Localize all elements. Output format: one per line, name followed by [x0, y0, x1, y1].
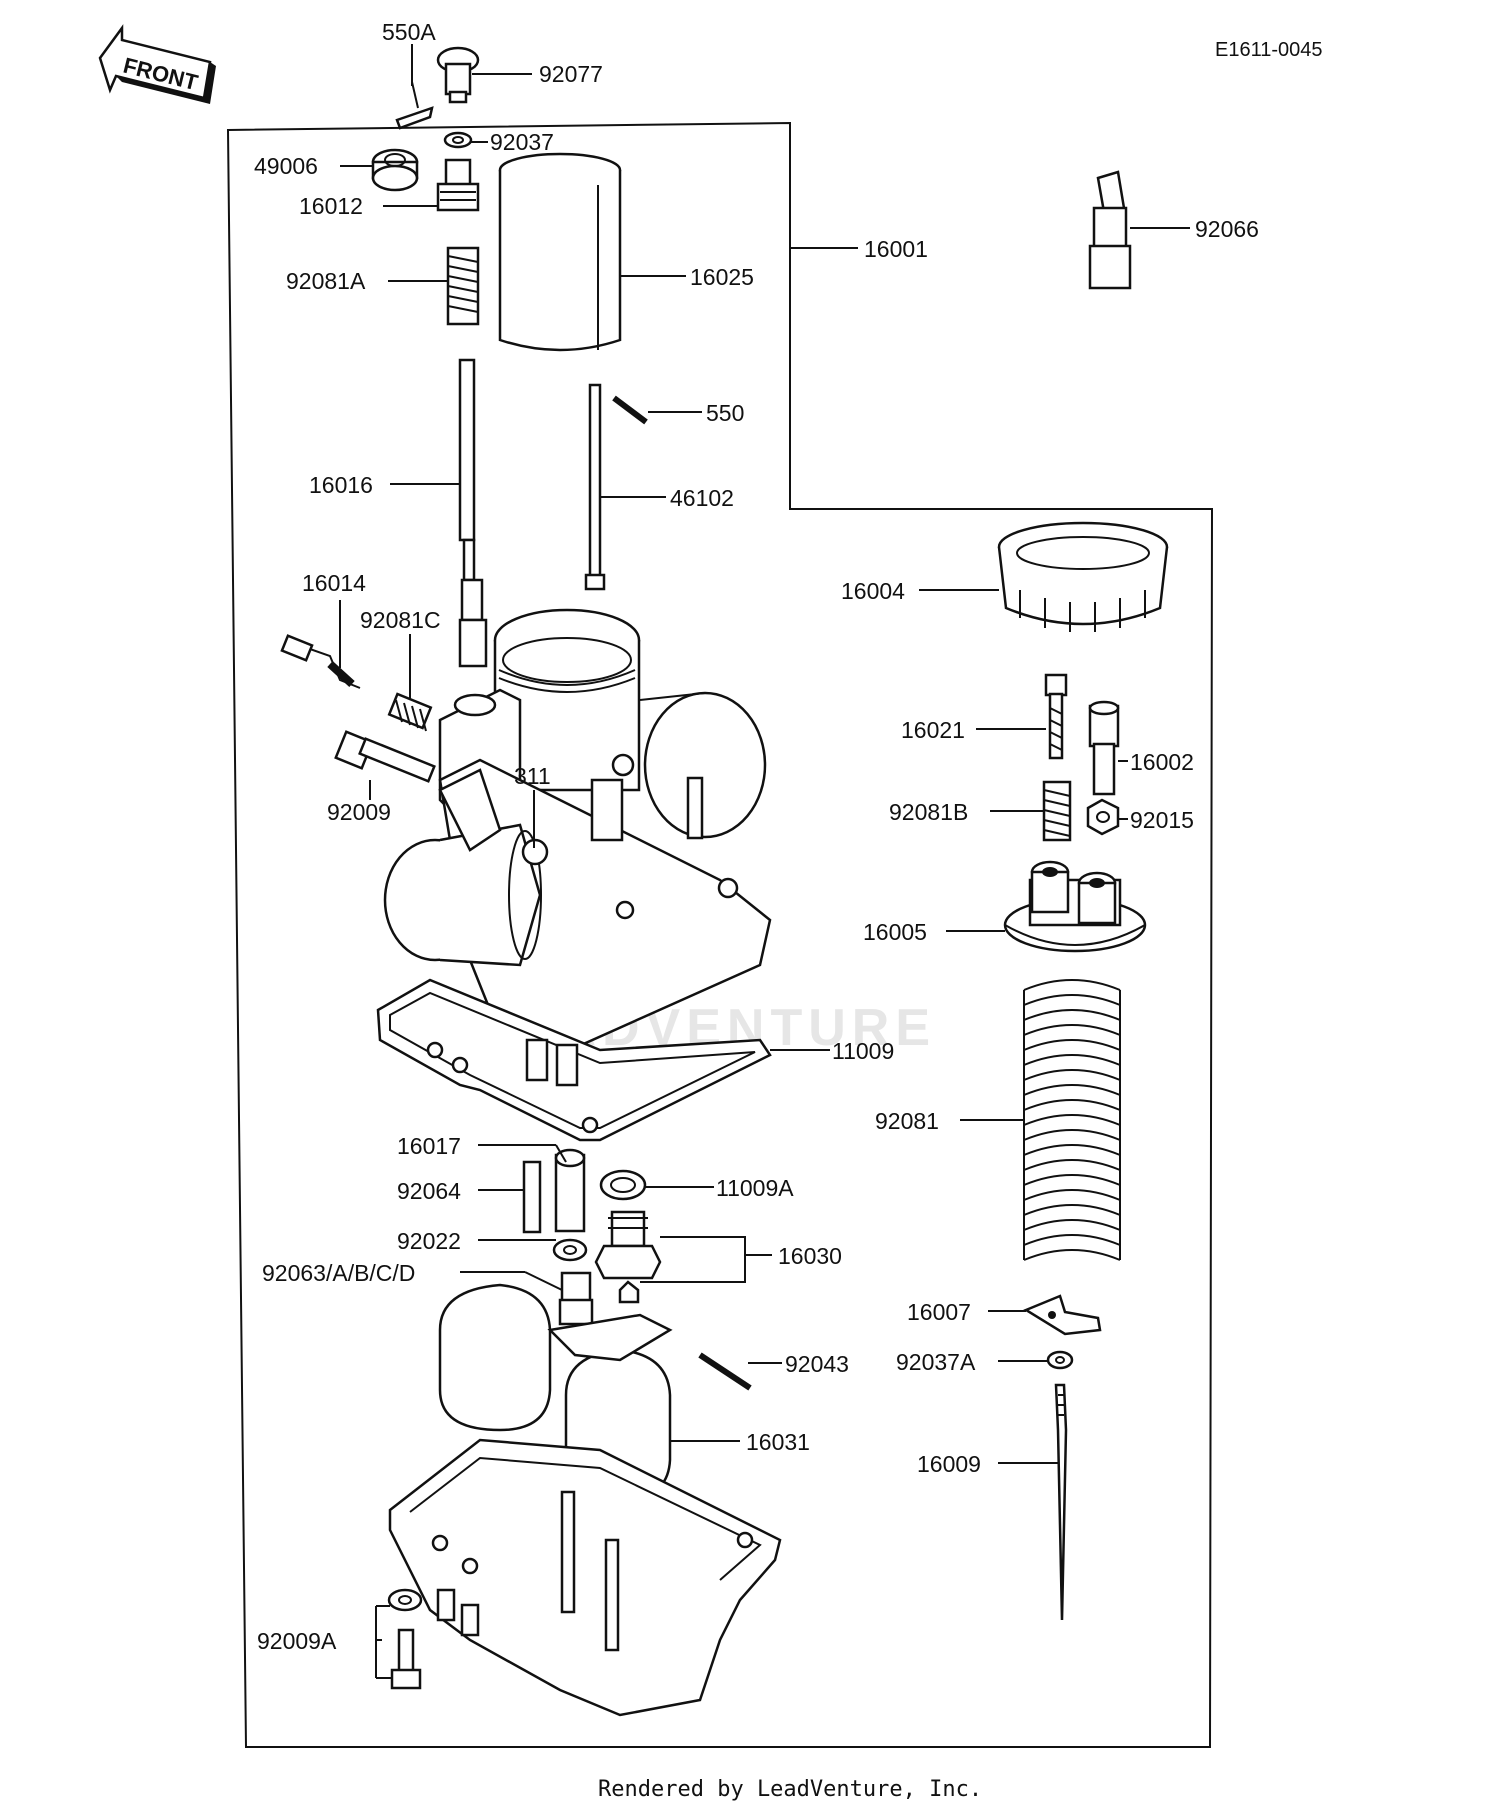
assembly-outline: [226, 121, 1214, 1748]
label-92022: 92022: [397, 1228, 461, 1254]
diagram-code: E1611-0045: [1215, 39, 1323, 61]
part-16017-jet: [554, 1148, 586, 1233]
part-92009-bolt: [334, 730, 436, 783]
label-550A: 550A: [382, 19, 436, 45]
label-92037A: 92037A: [896, 1349, 976, 1375]
label-16009: 16009: [917, 1451, 981, 1477]
part-16021-screw: [1044, 673, 1068, 760]
label-16007: 16007: [907, 1299, 971, 1325]
label-49006: 49006: [254, 153, 318, 179]
label-92081C: 92081C: [360, 607, 441, 633]
label-92043: 92043: [785, 1351, 849, 1377]
part-92081-spring: [1023, 979, 1121, 1261]
label-16002: 16002: [1130, 749, 1194, 775]
label-11009: 11009: [832, 1038, 894, 1064]
label-16005: 16005: [863, 919, 927, 945]
label-92081B: 92081B: [889, 799, 968, 825]
part-92081B-spring: [1042, 780, 1072, 842]
leader-lines: [339, 44, 1190, 1679]
part-11009A-washer: [599, 1169, 647, 1201]
label-16031: 16031: [746, 1429, 810, 1455]
part-49006-nut: [371, 148, 419, 192]
part-16025-throttle-valve: [498, 152, 622, 352]
label-92064: 92064: [397, 1178, 461, 1204]
part-92037A-washer: [1046, 1350, 1074, 1370]
float-bowl: [388, 1438, 782, 1717]
part-92015-nut: [1086, 798, 1120, 836]
carburetor-body: [376, 608, 772, 1142]
part-92081A-spring: [446, 246, 480, 326]
label-16014: 16014: [302, 570, 366, 596]
part-92063-main-jet: [558, 1271, 594, 1326]
part-16005-diaphragm: [1003, 860, 1147, 953]
part-92037-washer: [443, 131, 473, 149]
label-92066: 92066: [1195, 216, 1259, 242]
label-16021: 16021: [901, 717, 965, 743]
label-16025: 16025: [690, 264, 754, 290]
label-11009A: 11009A: [716, 1175, 794, 1201]
label-92077: 92077: [539, 61, 603, 87]
part-16009-jet-needle: [1054, 1383, 1068, 1621]
label-92009A: 92009A: [257, 1628, 337, 1654]
part-550A-cotter-pin: [395, 81, 434, 130]
part-16014-screw: [280, 634, 361, 689]
label-311: 311: [514, 763, 551, 789]
part-92043-pin: [698, 1352, 752, 1391]
label-16004: 16004: [841, 578, 905, 604]
label-92015: 92015: [1130, 807, 1194, 833]
part-16007-clip: [1023, 1294, 1102, 1336]
part-16030-needle-valve: [594, 1210, 662, 1304]
label-16017: 16017: [397, 1133, 461, 1159]
label-16001: 16001: [864, 236, 928, 262]
footer-credit: Rendered by LeadVenture, Inc.: [598, 1777, 982, 1802]
label-92037: 92037: [490, 129, 554, 155]
part-92066-screw: [1088, 170, 1132, 290]
part-16012-adjuster: [436, 158, 480, 212]
part-92009A-screw-washer: [387, 1588, 423, 1690]
label-16030: 16030: [778, 1243, 842, 1269]
label-92081A: 92081A: [286, 268, 366, 294]
part-46102-rod: [584, 383, 606, 591]
part-16016-jet-needle: [458, 358, 488, 668]
label-46102: 46102: [670, 485, 734, 511]
label-92063: 92063/A/B/C/D: [262, 1260, 415, 1286]
label-16016: 16016: [309, 472, 373, 498]
part-92022-washer: [552, 1238, 588, 1262]
label-92081: 92081: [875, 1108, 939, 1134]
part-92064-jet: [522, 1160, 542, 1234]
part-92081C-spring: [387, 692, 433, 732]
label-550: 550: [706, 400, 744, 426]
part-16002-fitting: [1088, 700, 1120, 796]
label-92009: 92009: [327, 799, 391, 825]
part-550-clip: [612, 395, 648, 425]
front-arrow-icon: FRONT: [98, 24, 216, 104]
label-16012: 16012: [299, 193, 363, 219]
part-92077-cap: [436, 46, 480, 104]
part-16004-cap-ring: [997, 521, 1169, 632]
